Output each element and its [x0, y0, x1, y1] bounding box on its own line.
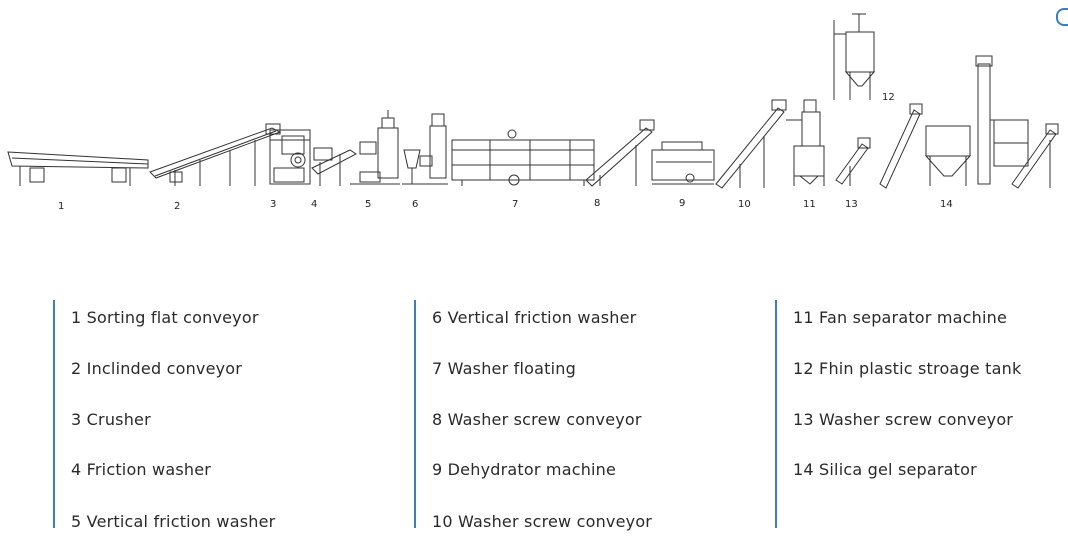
legend-item: 14 Silica gel separator	[793, 460, 977, 479]
diagram-number-2: 2	[174, 201, 180, 212]
legend-item: 1 Sorting flat conveyor	[71, 308, 259, 327]
vertical-friction-washer-5-drawing	[350, 110, 400, 185]
legend-item: 11 Fan separator machine	[793, 308, 1008, 327]
production-line-diagram: 1 2 3 4 5 6 7 8 9 10 11 12 13 14	[7, 13, 1059, 212]
legend-item: 12 Fhin plastic stroage tank	[793, 359, 1022, 378]
silica-gel-separator-drawing	[879, 55, 1059, 189]
vertical-friction-washer-6-drawing	[402, 113, 448, 185]
diagram-number-7: 7	[512, 199, 518, 210]
crusher-drawing	[269, 129, 311, 185]
diagram-number-8: 8	[594, 198, 600, 209]
diagram-number-12: 12	[882, 92, 895, 103]
diagram-number-14: 14	[940, 199, 953, 210]
legend-item: 13 Washer screw conveyor	[793, 410, 1014, 429]
washer-screw-conveyor-8-drawing	[585, 119, 655, 187]
diagram-number-4: 4	[311, 199, 317, 210]
legend-column-3: 11 Fan separator machine 12 Fhin plastic…	[775, 300, 1021, 528]
legend-column-1: 1 Sorting flat conveyor 2 Inclinded conv…	[53, 300, 275, 531]
inclined-conveyor-drawing	[149, 123, 282, 186]
washer-screw-conveyor-13-drawing	[835, 137, 871, 186]
diagram-number-5: 5	[365, 199, 371, 210]
legend-item: 4 Friction washer	[71, 460, 212, 479]
diagram-number-11: 11	[803, 199, 816, 210]
legend-item: 9 Dehydrator machine	[432, 460, 617, 479]
legend-item: 3 Crusher	[71, 410, 151, 429]
diagram-number-6: 6	[412, 199, 418, 210]
plastic-storage-tank-drawing	[833, 13, 876, 100]
legend-item: 5 Vertical friction washer	[71, 512, 276, 531]
diagram-number-3: 3	[270, 199, 276, 210]
sorting-flat-conveyor-drawing	[7, 151, 149, 186]
diagram-number-9: 9	[679, 198, 685, 209]
washer-screw-conveyor-10-drawing	[715, 99, 787, 189]
legend-item: 8 Washer screw conveyor	[432, 410, 642, 429]
legend-column-2: 6 Vertical friction washer 7 Washer floa…	[414, 300, 652, 531]
washer-floating-drawing	[451, 129, 595, 186]
dehydrator-machine-drawing	[651, 141, 715, 185]
legend-item: 10 Washer screw conveyor	[432, 512, 653, 531]
legend-item: 7 Washer floating	[432, 359, 576, 378]
friction-washer-drawing	[311, 147, 357, 186]
diagram-number-1: 1	[58, 201, 64, 212]
legend-item: 6 Vertical friction washer	[432, 308, 637, 327]
legend-item: 2 Inclinded conveyor	[71, 359, 243, 378]
diagram-number-10: 10	[738, 199, 751, 210]
diagram-number-13: 13	[845, 199, 858, 210]
corner-bracket-icon	[1056, 8, 1068, 26]
fan-separator-machine-drawing	[786, 99, 825, 186]
